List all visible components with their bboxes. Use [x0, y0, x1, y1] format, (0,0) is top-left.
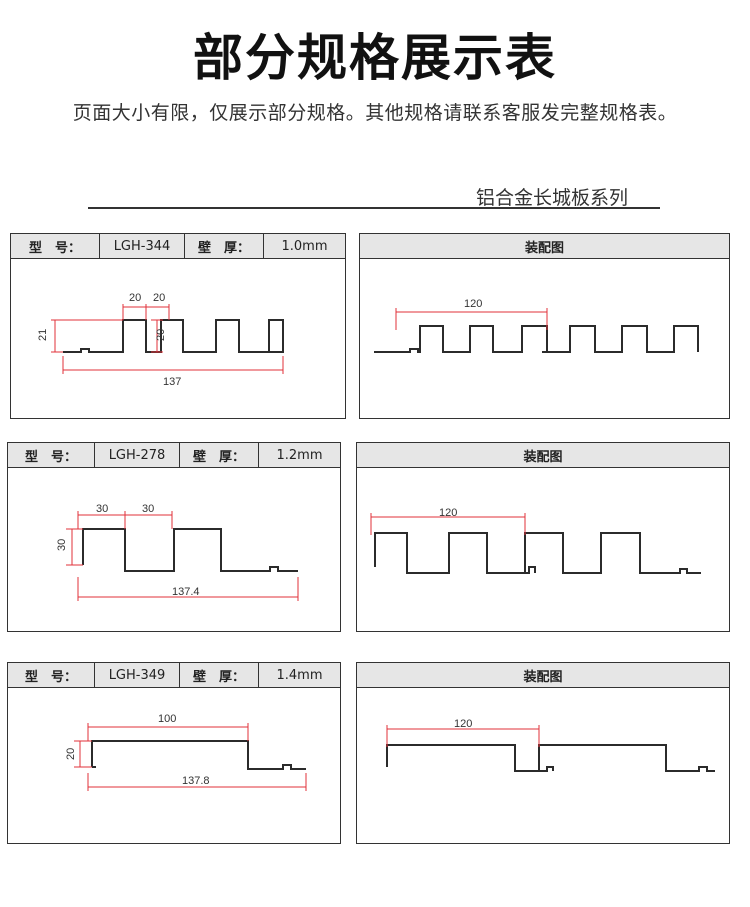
thickness-value: 1.2mm [276, 447, 323, 463]
profile-drawing-2: 30 30 30 137.4 [56, 503, 299, 601]
assembly-panel-2: 装配图 120 [356, 442, 730, 632]
model-label: 型 号： [11, 234, 100, 258]
spec-panel-3: 型 号： LGH-349 壁 厚： 1.4mm 100 20 137.8 [7, 662, 341, 844]
thickness-label: 壁 厚： [180, 663, 259, 687]
dim-height-2: 20 [155, 329, 167, 341]
spec-panel-2: 型 号： LGH-278 壁 厚： 1.2mm 30 30 30 137.4 [7, 442, 341, 632]
profile-drawing-3: 100 20 137.8 [65, 713, 307, 791]
dim-height: 20 [65, 748, 77, 760]
assembly-span: 120 [464, 298, 482, 310]
model-label: 型 号： [8, 443, 95, 467]
assembly-span: 120 [439, 507, 457, 519]
dim-width-2: 20 [153, 292, 165, 304]
thickness-label: 壁 厚： [185, 234, 264, 258]
spec-header-2: 型 号： LGH-278 壁 厚： 1.2mm [8, 443, 340, 468]
thickness-value: 1.0mm [281, 238, 328, 254]
dim-height: 21 [37, 329, 49, 341]
assembly-drawing-3: 120 [386, 718, 715, 772]
model-value: LGH-349 [95, 663, 180, 687]
model-value: LGH-278 [95, 443, 180, 467]
dim-width-1: 20 [129, 292, 141, 304]
series-label: 铝合金长城板系列 [476, 187, 629, 209]
thickness-label: 壁 厚： [180, 443, 259, 467]
assembly-span: 120 [454, 718, 472, 730]
thickness-value: 1.4mm [276, 667, 323, 683]
dim-total: 137 [163, 376, 181, 388]
profile-drawing-1: 20 20 21 20 137 [37, 292, 284, 388]
dim-width-1: 30 [96, 503, 108, 515]
series-divider [88, 207, 660, 209]
spec-header-1: 型 号： LGH-344 壁 厚： 1.0mm [11, 234, 345, 259]
assembly-drawing-1: 120 [374, 298, 699, 353]
page-subtitle: 页面大小有限，仅展示部分规格。其他规格请联系客服发完整规格表。 [72, 102, 678, 124]
spec-panel-1: 型 号： LGH-344 壁 厚： 1.0mm 20 20 21 20 137 [10, 233, 346, 419]
dim-total: 137.4 [172, 586, 200, 598]
page-title: 部分规格展示表 [193, 29, 557, 87]
assembly-header-3: 装配图 [357, 663, 729, 688]
model-label: 型 号： [8, 663, 95, 687]
assembly-drawing-2: 120 [370, 507, 701, 574]
assembly-panel-3: 装配图 120 [356, 662, 730, 844]
assembly-header-1: 装配图 [360, 234, 729, 259]
dim-height: 30 [56, 539, 68, 551]
dim-width-1: 100 [158, 713, 176, 725]
assembly-header-2: 装配图 [357, 443, 729, 468]
dim-width-2: 30 [142, 503, 154, 515]
dim-total: 137.8 [182, 775, 210, 787]
spec-header-3: 型 号： LGH-349 壁 厚： 1.4mm [8, 663, 340, 688]
model-value: LGH-344 [100, 234, 185, 258]
assembly-panel-1: 装配图 120 [359, 233, 730, 419]
